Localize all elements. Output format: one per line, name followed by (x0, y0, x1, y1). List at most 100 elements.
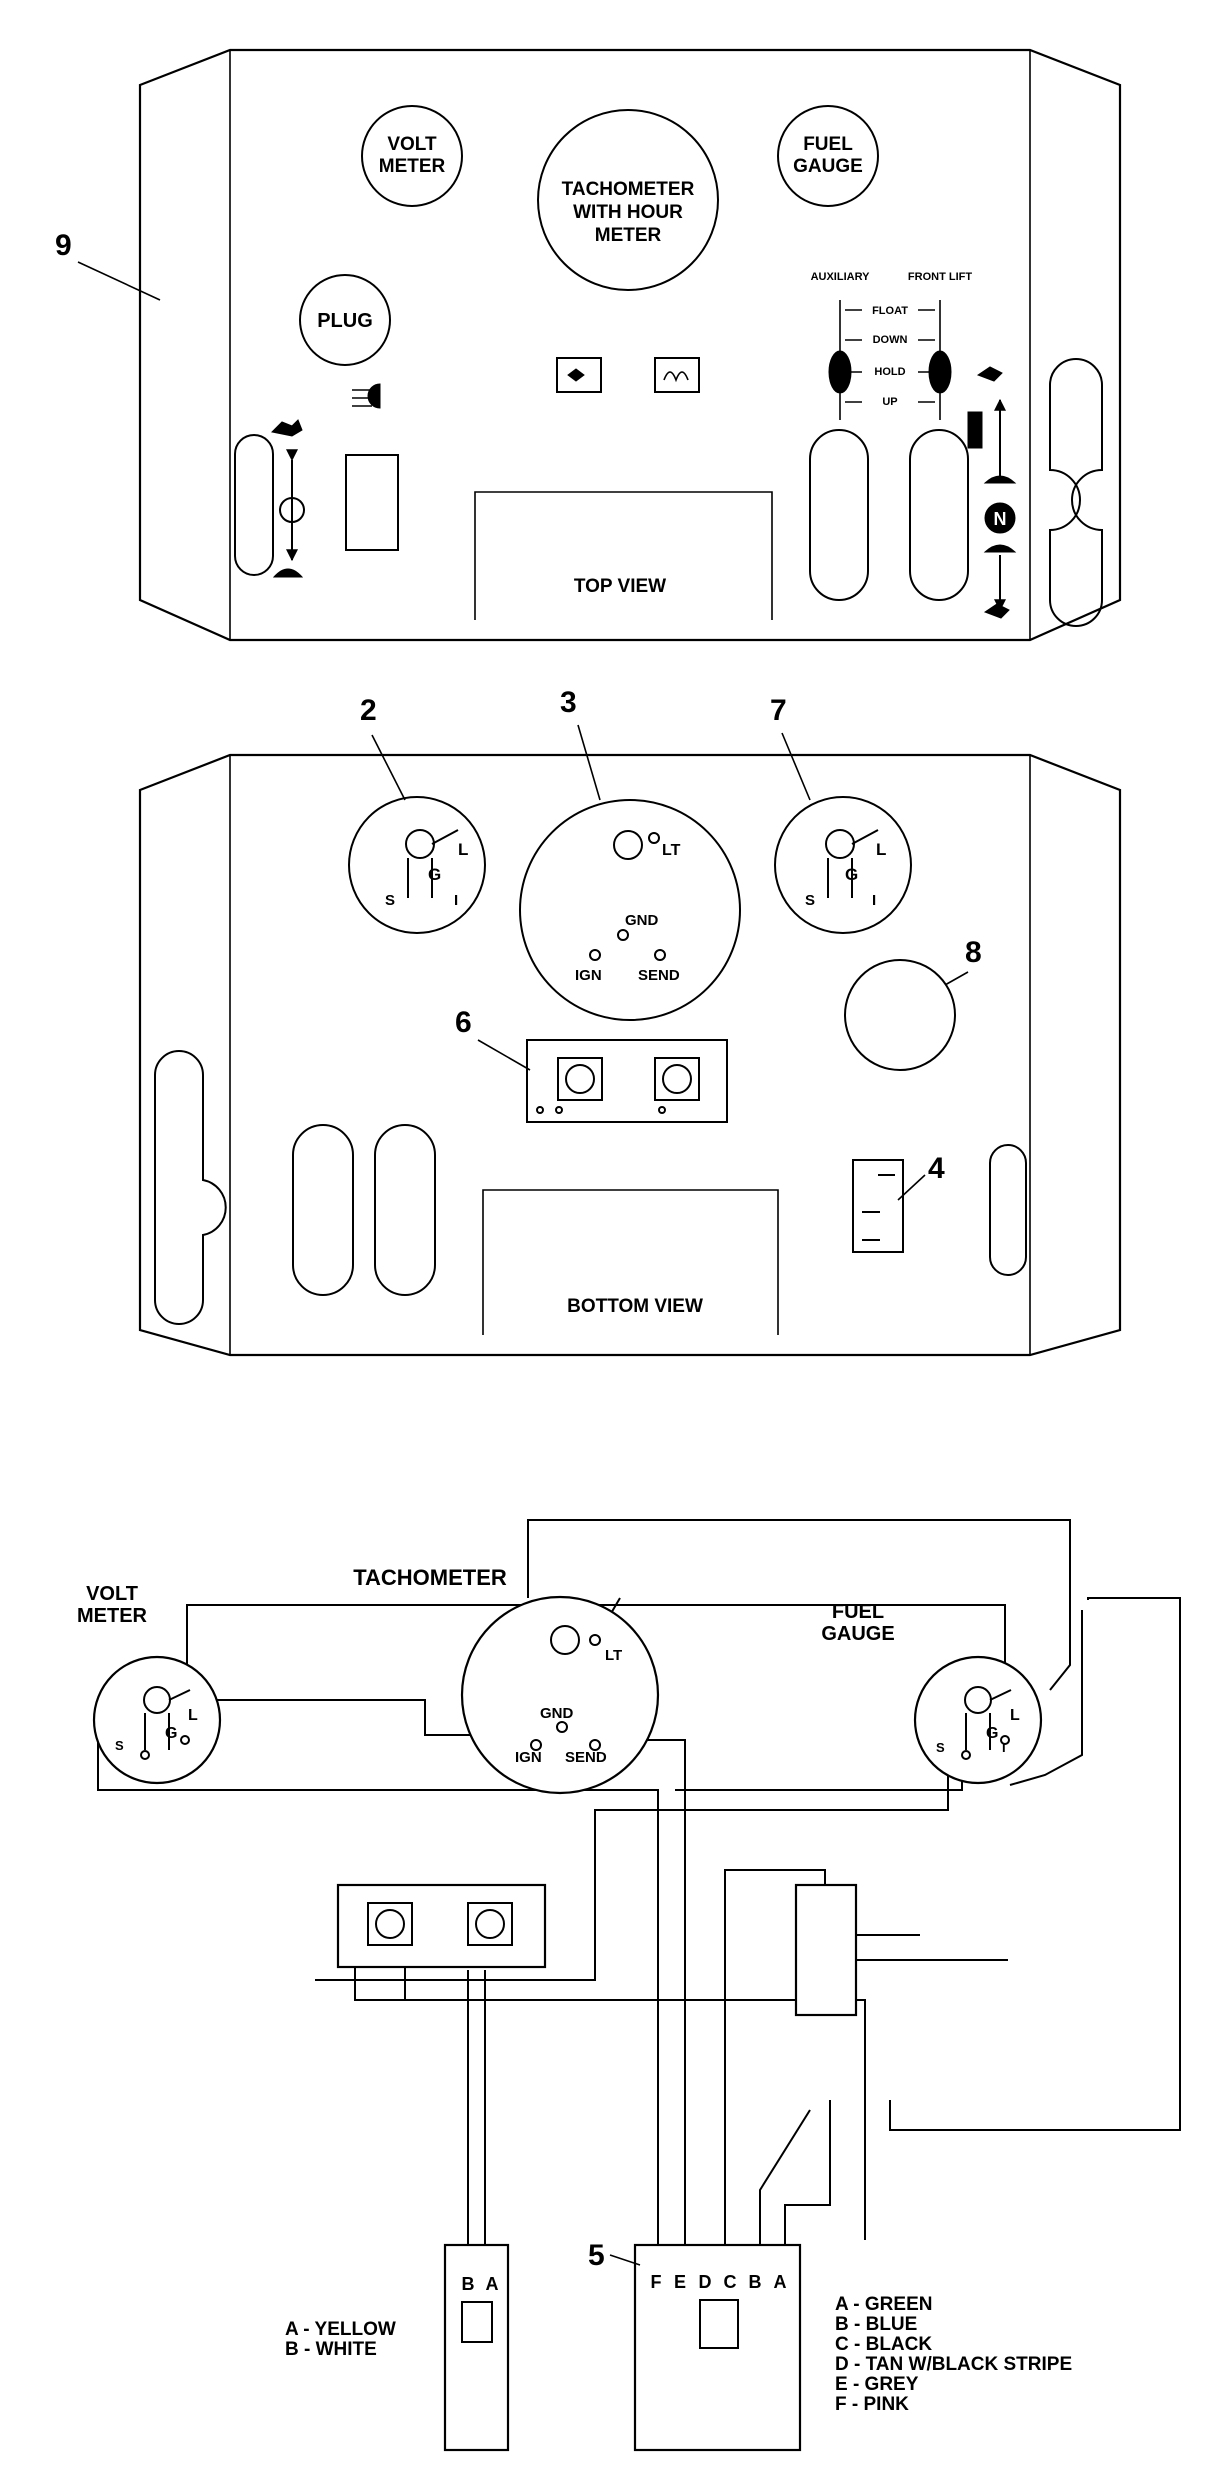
small-legend-b: B - WHITE (285, 2339, 377, 2360)
callout-3: 3 (560, 686, 577, 719)
schematic-rocker-switch (794, 1883, 858, 2017)
glow-plug-indicator-box (654, 357, 700, 393)
top-view-title: TOP VIEW (574, 576, 666, 597)
fuel-l-terminal: L (876, 840, 886, 859)
fuel-gauge-back (774, 796, 912, 934)
plug-hole (299, 274, 391, 366)
schematic-fuel-label-1: FUEL (832, 1601, 884, 1623)
down-label: DOWN (873, 334, 908, 346)
tach-send-terminal: SEND (638, 967, 680, 984)
callout-9: 9 (55, 229, 72, 262)
schematic-tach-label: TACHOMETER (353, 1565, 507, 1590)
bottom-view-panel: G L S I 2 LT GND IGN SEND 3 G L S I 7 8 (138, 686, 1122, 1357)
schematic-volt-g: G (165, 1725, 177, 1742)
front-lift-lever-knob (928, 350, 952, 394)
tach-label-3: METER (595, 225, 662, 246)
large-legend-c: C - BLACK (835, 2334, 932, 2355)
schematic-fuel-s: S (936, 1740, 945, 1755)
tach-gnd-terminal: GND (625, 912, 659, 929)
rabbit-icon-right (976, 366, 1003, 382)
large-pin-e: E (674, 2272, 686, 2292)
front-lift-lever-slot (909, 429, 969, 601)
throttle-handle-icon (967, 411, 983, 449)
large-legend-d: D - TAN W/BLACK STRIPE (835, 2354, 1072, 2375)
volt-meter-back (348, 796, 486, 934)
callout-7: 7 (770, 694, 787, 727)
schematic-volt-label-1: VOLT (86, 1583, 138, 1605)
large-pin-d: D (699, 2272, 712, 2292)
large-legend-b: B - BLUE (835, 2314, 917, 2335)
volt-g-terminal: G (428, 865, 441, 884)
schematic-fuel-l: L (1010, 1707, 1020, 1724)
large-legend-a: A - GREEN (835, 2294, 932, 2315)
large-pin-c: C (724, 2272, 737, 2292)
rabbit-icon-right-2 (983, 603, 1010, 619)
schematic-tach-gnd: GND (540, 1705, 574, 1722)
volt-meter-hole (361, 105, 463, 207)
tach-label-1: TACHOMETER (562, 179, 695, 200)
volt-i-terminal: I (454, 892, 458, 909)
fuel-gauge-label-1: FUEL (803, 134, 853, 155)
pto-icon (567, 368, 585, 382)
large-legend-e: E - GREY (835, 2374, 919, 2395)
up-label: UP (882, 396, 897, 408)
schematic-fuel-g: G (986, 1725, 998, 1742)
headlight-switch-opening (345, 454, 399, 551)
small-legend-a: A - YELLOW (285, 2319, 396, 2340)
fuel-i-terminal: I (872, 892, 876, 909)
volt-s-terminal: S (385, 892, 395, 909)
schematic-volt-label-2: METER (77, 1605, 148, 1627)
rabbit-icon (270, 419, 303, 437)
auxiliary-label: AUXILIARY (811, 271, 871, 283)
bottom-view-title: BOTTOM VIEW (567, 1296, 703, 1317)
schematic-tach-send: SEND (565, 1749, 607, 1766)
plug-label: PLUG (317, 310, 373, 332)
empty-gauge-hole (844, 959, 956, 1071)
tach-ign-terminal: IGN (575, 967, 602, 984)
schematic-tach-lt: LT (605, 1647, 622, 1664)
schematic-fuel-label-2: GAUGE (821, 1623, 894, 1645)
fuel-s-terminal: S (805, 892, 815, 909)
callout-5: 5 (588, 2239, 605, 2272)
volt-l-terminal: L (458, 840, 468, 859)
schematic-tachometer (460, 1595, 660, 1795)
rocker-switch (852, 1159, 904, 1253)
schematic-fuel-i: I (1002, 1740, 1006, 1755)
auxiliary-lever-knob (828, 350, 852, 394)
large-pin-b: B (749, 2272, 762, 2292)
small-pin-a: A (486, 2274, 499, 2294)
schematic-fuel-gauge (913, 1655, 1043, 1785)
large-legend-f: F - PINK (835, 2394, 909, 2415)
turtle-icon (272, 568, 304, 578)
small-pin-b: B (462, 2274, 475, 2294)
schematic-switch-block (336, 1883, 547, 1969)
tachometer-back (519, 799, 741, 1021)
fuel-gauge-label-2: GAUGE (793, 156, 863, 177)
schematic-volt-meter (92, 1655, 222, 1785)
large-pin-a: A (774, 2272, 787, 2292)
large-pin-f: F (651, 2272, 662, 2292)
small-connector (443, 2243, 510, 2452)
switch-block (526, 1039, 728, 1123)
tachometer-hole (537, 109, 719, 291)
neutral-label: N (994, 509, 1007, 529)
turtle-icon-right-2 (983, 544, 1017, 553)
fuel-g-terminal: G (845, 865, 858, 884)
callout-6: 6 (455, 1006, 472, 1039)
tach-label-2: WITH HOUR (573, 202, 683, 223)
top-view-panel: VOLT METER TACHOMETER WITH HOUR METER FU… (55, 48, 1122, 642)
schematic-volt-l: L (188, 1707, 198, 1724)
callout-2: 2 (360, 694, 377, 727)
float-label: FLOAT (872, 305, 908, 317)
wiring-schematic: G L S VOLT METER LT GND IGN SEND TACHOME… (77, 1519, 1181, 2452)
fuel-gauge-hole (777, 105, 879, 207)
callout-8: 8 (965, 936, 982, 969)
turtle-icon-right (983, 475, 1017, 484)
volt-meter-label-2: METER (379, 156, 446, 177)
neutral-icon (984, 502, 1016, 534)
hold-label: HOLD (874, 366, 905, 378)
schematic-volt-s: S (115, 1738, 124, 1753)
callout-4: 4 (928, 1152, 945, 1185)
front-lift-label: FRONT LIFT (908, 271, 972, 283)
